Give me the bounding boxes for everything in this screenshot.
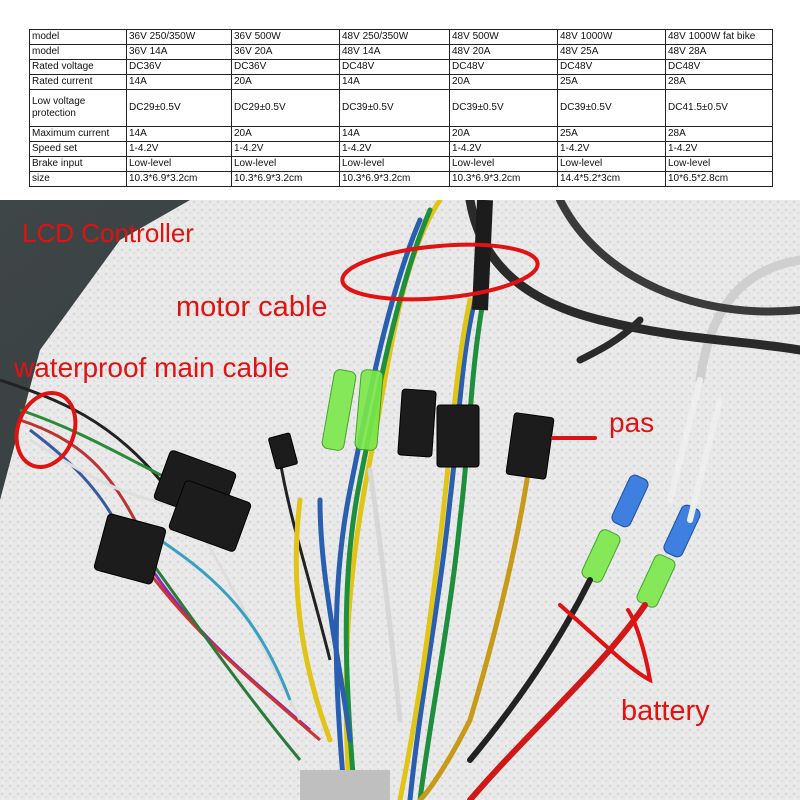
table-cell: 28A <box>665 74 773 90</box>
table-cell: 10.3*6.9*3.2cm <box>449 171 558 187</box>
green-connectors <box>321 369 676 608</box>
table-cell: Low-level <box>449 156 558 172</box>
table-cell: Low-level <box>126 156 232 172</box>
table-cell: 20A <box>449 126 558 142</box>
table-cell: 20A <box>449 74 558 90</box>
table-cell: Low-level <box>665 156 773 172</box>
table-cell: 14A <box>339 126 450 142</box>
row-header-cell: Brake input <box>29 156 127 172</box>
table-cell: 1-4.2V <box>231 141 340 157</box>
table-cell: DC48V <box>449 59 558 75</box>
table-cell: 36V 14A <box>126 44 232 60</box>
table-cell: 20A <box>231 74 340 90</box>
main-cable-label: waterproof main cable <box>14 352 290 383</box>
row-header-cell: Maximum current <box>29 126 127 142</box>
table-cell: 14A <box>339 74 450 90</box>
table-cell: 36V 250/350W <box>126 29 232 45</box>
table-cell: 1-4.2V <box>339 141 450 157</box>
table-cell: DC39±0.5V <box>449 89 558 127</box>
table-cell: DC36V <box>231 59 340 75</box>
center-wires <box>293 200 533 800</box>
row-header-cell: model <box>29 44 127 60</box>
controller-photo-drawing <box>0 200 800 800</box>
table-cell: 48V 28A <box>665 44 773 60</box>
table-cell: 14A <box>126 74 232 90</box>
table-cell: 36V 20A <box>231 44 340 60</box>
black-connectors <box>93 388 555 585</box>
controller-photo: LCD Controller motor cable waterproof ma… <box>0 200 800 800</box>
main-cable-circle <box>14 391 78 469</box>
table-cell: 48V 25A <box>557 44 666 60</box>
battery-label: battery <box>621 695 710 727</box>
table-cell: 28A <box>665 126 773 142</box>
annotation-marks <box>14 242 653 684</box>
table-cell: Low-level <box>231 156 340 172</box>
pas-label: pas <box>609 407 655 438</box>
motor-cable-label: motor cable <box>176 291 328 323</box>
battery-pointer <box>558 603 653 684</box>
battery-wires <box>467 377 723 800</box>
table-cell: 10.3*6.9*3.2cm <box>231 171 340 187</box>
table-cell: 1-4.2V <box>557 141 666 157</box>
table-cell: DC29±0.5V <box>231 89 340 127</box>
table-cell: DC29±0.5V <box>126 89 232 127</box>
table-cell: 25A <box>557 74 666 90</box>
table-cell: 10.3*6.9*3.2cm <box>126 171 232 187</box>
table-cell: 20A <box>231 126 340 142</box>
row-header-cell: Low voltage protection <box>29 89 127 127</box>
table-cell: Low-level <box>339 156 450 172</box>
table-cell: 1-4.2V <box>665 141 773 157</box>
table-cell: Low-level <box>557 156 666 172</box>
lcd-controller-label: LCD Controller <box>22 218 194 248</box>
table-cell: DC48V <box>557 59 666 75</box>
table-cell: DC39±0.5V <box>339 89 450 127</box>
table-cell: 25A <box>557 126 666 142</box>
row-header-cell: size <box>29 171 127 187</box>
table-cell: DC36V <box>126 59 232 75</box>
controller-body <box>300 770 390 800</box>
row-header-cell: Rated current <box>29 74 127 90</box>
table-cell: 48V 500W <box>449 29 558 45</box>
motor-cable-circle <box>340 242 540 302</box>
table-cell: 48V 1000W fat bike <box>665 29 773 45</box>
table-cell: 48V 20A <box>449 44 558 60</box>
table-cell: 48V 250/350W <box>339 29 450 45</box>
table-cell: DC41.5±0.5V <box>665 89 773 127</box>
table-cell: 1-4.2V <box>126 141 232 157</box>
row-header-cell: Speed set <box>29 141 127 157</box>
table-cell: 10*6.5*2.8cm <box>665 171 773 187</box>
table-cell: DC48V <box>665 59 773 75</box>
row-header-cell: Rated voltage <box>29 59 127 75</box>
table-cell: 48V 1000W <box>557 29 666 45</box>
table-cell: 14A <box>126 126 232 142</box>
row-header-cell: model <box>29 29 127 45</box>
table-cell: DC39±0.5V <box>557 89 666 127</box>
table-cell: 36V 500W <box>231 29 340 45</box>
table-cell: 14.4*5.2*3cm <box>557 171 666 187</box>
table-cell: 48V 14A <box>339 44 450 60</box>
table-cell: 1-4.2V <box>449 141 558 157</box>
table-cell: DC48V <box>339 59 450 75</box>
table-cell: 10.3*6.9*3.2cm <box>339 171 450 187</box>
